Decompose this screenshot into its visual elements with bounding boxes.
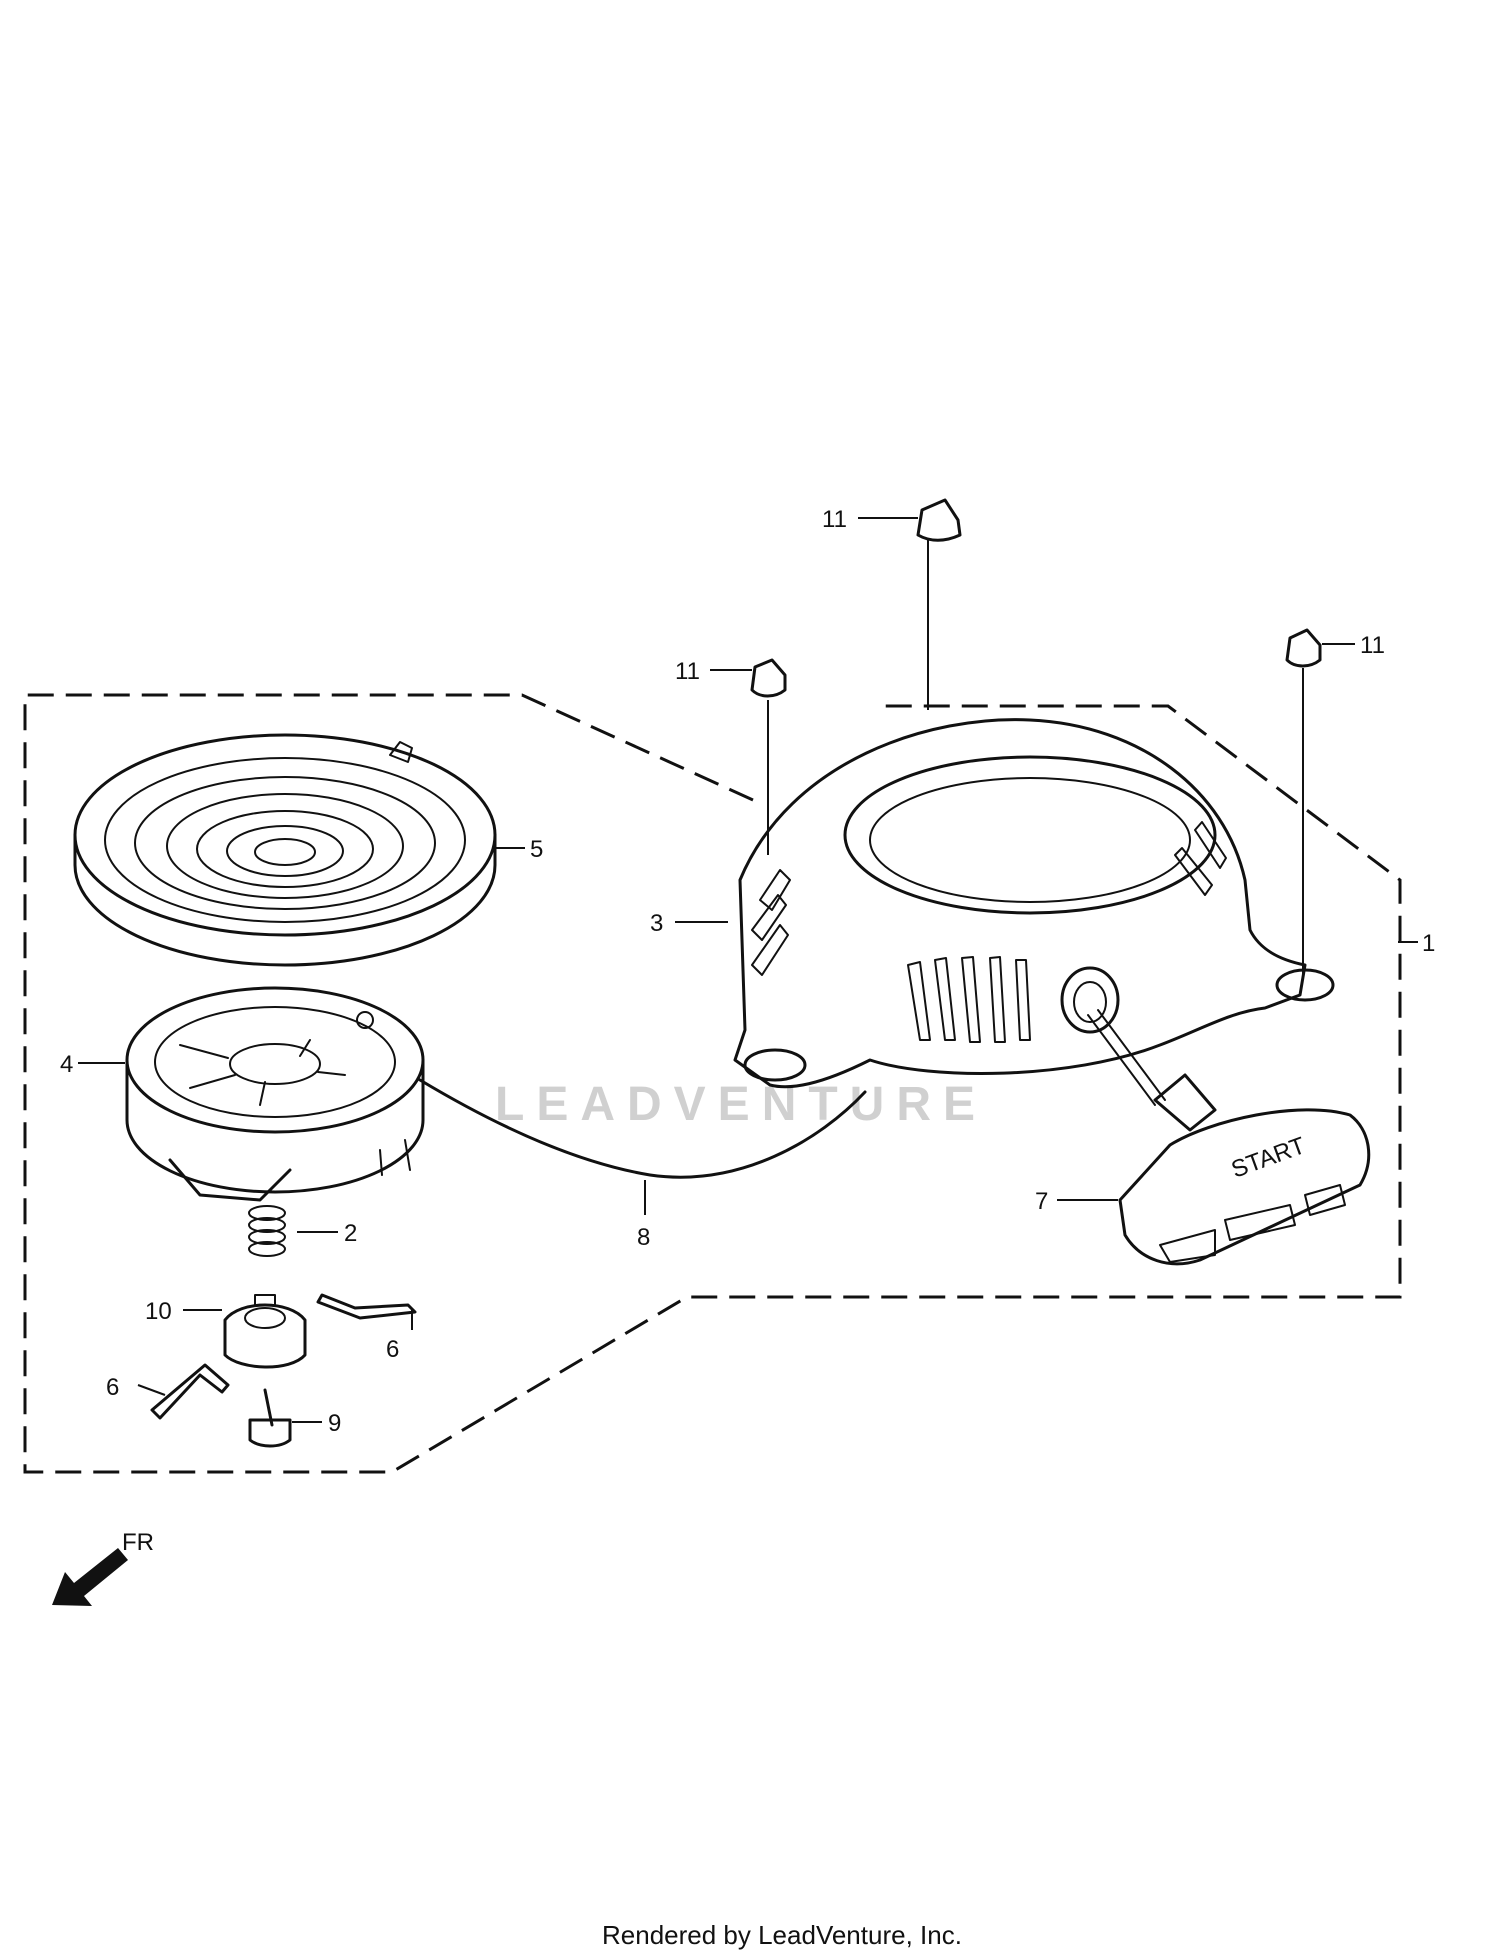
ratchet-guide-part xyxy=(223,1294,307,1369)
callout-11-top: 11 xyxy=(822,506,847,533)
callout-8: 8 xyxy=(637,1224,650,1251)
recoil-spring-part xyxy=(73,733,497,967)
callout-11-right: 11 xyxy=(1360,632,1385,659)
callout-1: 1 xyxy=(1422,930,1435,957)
callout-2: 2 xyxy=(344,1220,357,1247)
grip-start-text: START xyxy=(1228,1132,1309,1184)
leader-lines xyxy=(78,517,1418,1423)
callout-4: 4 xyxy=(60,1051,73,1078)
callout-10: 10 xyxy=(145,1298,172,1325)
starter-rope-part xyxy=(418,1078,867,1179)
footer-credit: Rendered by LeadVenture, Inc. xyxy=(602,1920,962,1950)
assembly-boundary xyxy=(23,693,1402,1474)
callout-9: 9 xyxy=(328,1410,341,1437)
callout-7: 7 xyxy=(1035,1188,1048,1215)
watermark-text: LEADVENTURE xyxy=(495,1078,987,1131)
flange-nut-part-right xyxy=(1285,628,1322,668)
fr-label: FR xyxy=(122,1529,154,1556)
ratchet-pawl-part-right xyxy=(316,1293,417,1320)
callout-3: 3 xyxy=(650,910,663,937)
starter-case-part xyxy=(733,718,1335,1089)
front-direction-arrow: FR xyxy=(52,1529,154,1606)
reel-part xyxy=(125,986,425,1202)
callout-6-right: 6 xyxy=(386,1336,399,1363)
setting-bolt-part xyxy=(248,1388,292,1448)
arrow-icon xyxy=(52,1548,128,1606)
callout-6-left: 6 xyxy=(106,1374,119,1401)
spring-part xyxy=(248,1205,286,1257)
ratchet-pawl-part-left xyxy=(150,1363,230,1420)
callout-5: 5 xyxy=(530,836,543,863)
callout-11-left: 11 xyxy=(675,658,700,685)
flange-nut-part-top xyxy=(916,498,962,542)
starter-grip-part: START xyxy=(1087,1009,1371,1266)
flange-nut-part-left xyxy=(750,658,787,698)
